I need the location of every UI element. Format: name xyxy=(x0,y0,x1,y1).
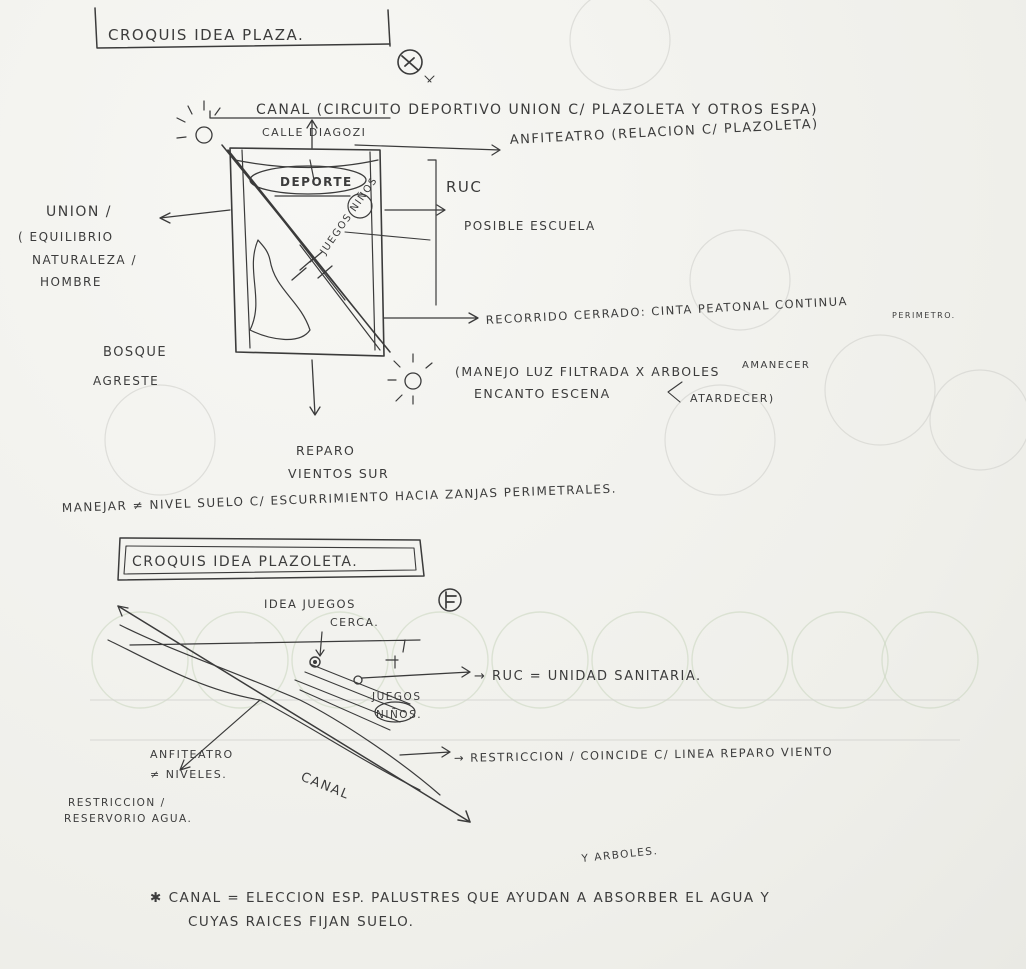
svg-text:AMANECER: AMANECER xyxy=(742,360,810,371)
top-title: CROQUIS IDEA PLAZA. xyxy=(108,26,304,44)
svg-text:IDEA JUEGOS: IDEA JUEGOS xyxy=(264,597,356,611)
svg-text:NIÑOS.: NIÑOS. xyxy=(376,708,422,721)
svg-text:CERCA.: CERCA. xyxy=(330,616,379,629)
sun-icon xyxy=(177,101,220,143)
ruc-sanitaria-note: → RUC = UNIDAD SANITARIA. xyxy=(474,669,702,684)
svg-text:RESERVORIO AGUA.: RESERVORIO AGUA. xyxy=(64,813,192,825)
svg-text:HOMBRE: HOMBRE xyxy=(40,275,102,289)
plaza-sketch xyxy=(160,111,500,415)
anfiteatro-label: ANFITEATRO (RELACION C/ PLAZOLETA) xyxy=(509,117,819,148)
recorrido-label: RECORRIDO CERRADO: CINTA PEATONAL CONTIN… xyxy=(485,294,848,327)
ruc-label: RUC xyxy=(446,178,482,196)
sun-icon xyxy=(388,354,432,404)
north-arrow-icon xyxy=(439,589,461,611)
bosque-label: BOSQUE AGRESTE xyxy=(93,345,167,388)
union-label: UNION / ( EQUILIBRIO NATURALEZA / HOMBRE xyxy=(18,204,137,289)
calle-label: CALLE DIAGOZI xyxy=(262,126,366,139)
svg-text:AGRESTE: AGRESTE xyxy=(93,374,159,388)
svg-text:(MANEJO LUZ FILTRADA X ARBOLES: (MANEJO LUZ FILTRADA X ARBOLES xyxy=(455,364,720,379)
bottom-title-box: CROQUIS IDEA PLAZOLETA. xyxy=(118,538,424,580)
svg-text:ENCANTO ESCENA: ENCANTO ESCENA xyxy=(474,386,611,401)
svg-text:( EQUILIBRIO: ( EQUILIBRIO xyxy=(18,230,114,244)
canal-label: CANAL xyxy=(299,770,352,803)
footnote-line1: ✱ CANAL = ELECCION ESP. PALUSTRES QUE AY… xyxy=(150,890,770,906)
svg-text:NATURALEZA /: NATURALEZA / xyxy=(32,253,137,267)
svg-text:≠ NIVELES.: ≠ NIVELES. xyxy=(150,768,227,781)
svg-text:RESTRICCION /: RESTRICCION / xyxy=(68,797,166,809)
reparo-label: REPARO VIENTOS SUR xyxy=(288,443,389,481)
north-arrow-icon xyxy=(398,50,434,82)
manejar-note: MANEJAR ≠ NIVEL SUELO C/ ESCURRIMIENTO H… xyxy=(62,482,618,515)
perimetro-label: PERIMETRO. xyxy=(892,311,956,320)
luz-notes: (MANEJO LUZ FILTRADA X ARBOLES AMANECER … xyxy=(455,360,810,405)
idea-juegos-label: IDEA JUEGOS CERCA. xyxy=(264,597,379,629)
arboles-note: Y ARBOLES. xyxy=(580,845,659,865)
footnote-line2: CUYAS RAICES FIJAN SUELO. xyxy=(188,914,414,930)
anfiteatro-niveles-label: ANFITEATRO ≠ NIVELES. xyxy=(150,748,234,781)
svg-text:ANFITEATRO: ANFITEATRO xyxy=(150,748,234,761)
restriccion-label: RESTRICCION / RESERVORIO AGUA. xyxy=(64,797,192,825)
svg-text:BOSQUE: BOSQUE xyxy=(103,345,167,360)
restriccion-note: → RESTRICCION / COINCIDE C/ LINEA REPARO… xyxy=(454,744,833,765)
svg-text:UNION /: UNION / xyxy=(46,204,112,220)
top-title-box: CROQUIS IDEA PLAZA. xyxy=(95,8,390,48)
bottom-title: CROQUIS IDEA PLAZOLETA. xyxy=(132,554,358,570)
svg-text:JUEGOS: JUEGOS xyxy=(371,691,421,703)
deporte-label: DEPORTE xyxy=(280,175,353,189)
svg-text:ATARDECER): ATARDECER) xyxy=(690,392,775,405)
svg-text:REPARO: REPARO xyxy=(296,443,355,458)
posible-escuela-label: POSIBLE ESCUELA xyxy=(464,219,596,233)
svg-text:VIENTOS SUR: VIENTOS SUR xyxy=(288,466,389,481)
canal-note: CANAL (CIRCUITO DEPORTIVO UNION C/ PLAZO… xyxy=(256,102,818,118)
